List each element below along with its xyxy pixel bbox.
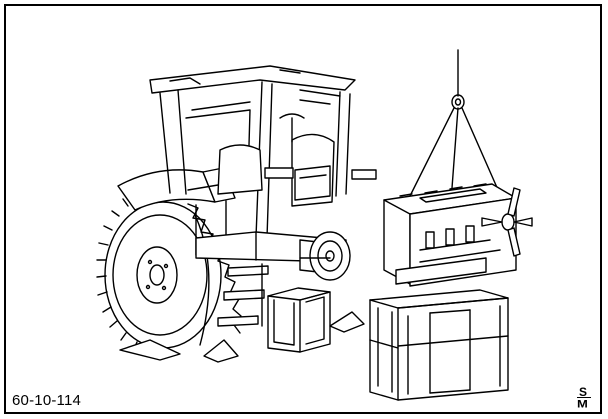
publisher-mark-bottom: M [577,397,588,410]
figure-reference-code: 60-10-114 [12,392,82,409]
engine-on-hoist-icon [383,183,533,287]
tractor-cab-icon [149,65,377,275]
publisher-mark-divider [577,397,591,398]
tractor-support-stand-icon [267,287,331,353]
rear-tire-icon [96,188,242,357]
publisher-mark-icon: S M [574,386,596,412]
engine-stand-icon [369,289,509,401]
flywheel-hub-icon [299,231,351,281]
publisher-mark-top: S [579,385,588,399]
cab-steps-icon [217,263,269,327]
wheel-chock-icon [119,311,365,363]
